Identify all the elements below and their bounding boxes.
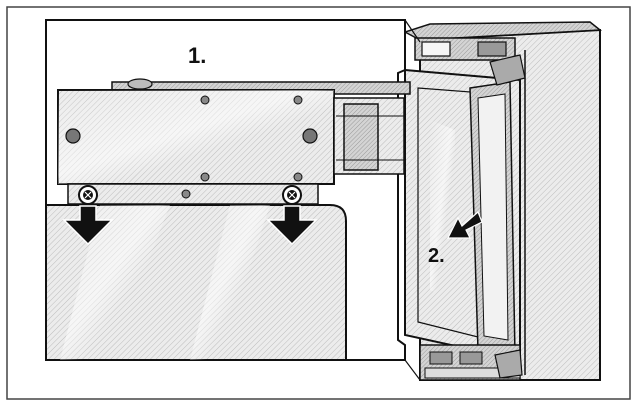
arrow-down-icon — [62, 205, 114, 246]
plate-hole — [293, 172, 303, 182]
detail-inset: 1. — [45, 19, 421, 381]
door-panel — [45, 204, 347, 361]
plate-hole — [200, 95, 210, 105]
arrow-down-icon — [266, 205, 318, 246]
strip-hole — [181, 189, 191, 199]
step-1-label: 1. — [188, 43, 206, 68]
hinge-barrel — [333, 97, 405, 175]
arrow-pull-icon — [447, 210, 483, 239]
plate-hole — [302, 128, 318, 144]
plate-hole — [200, 172, 210, 182]
screw-icon — [78, 185, 98, 205]
plate-hole — [293, 95, 303, 105]
plate-hole — [65, 128, 81, 144]
appliance — [403, 21, 603, 381]
screw-icon — [282, 185, 302, 205]
hinge-plate — [57, 89, 335, 185]
step-2-label: 2. — [428, 245, 445, 267]
